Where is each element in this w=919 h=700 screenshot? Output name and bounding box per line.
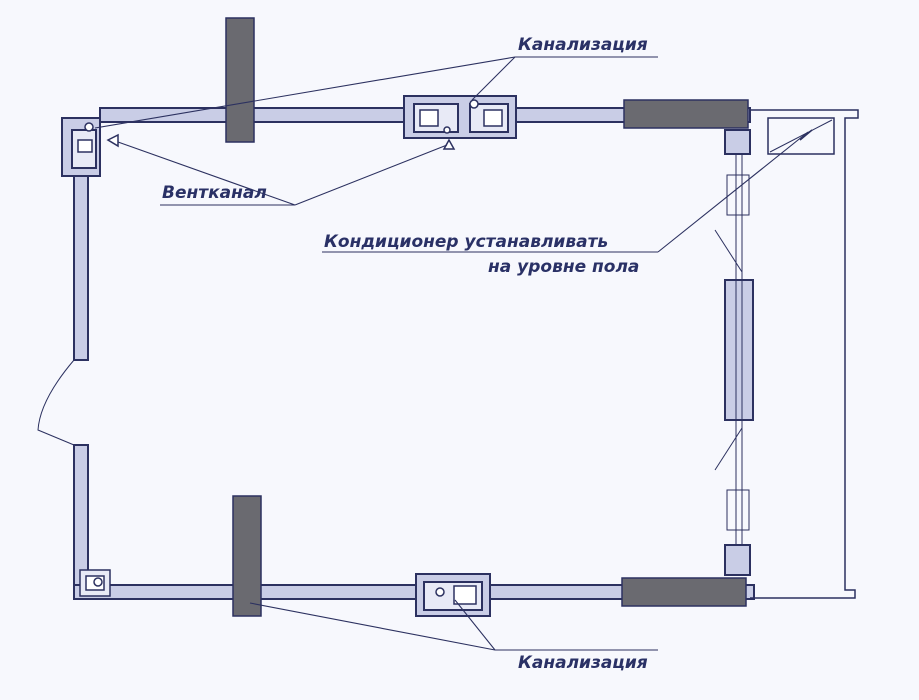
corner-unit-bottom-left [79,569,111,597]
sewer-niche-top [403,95,517,139]
door-swing-left [37,359,75,446]
balcony [750,109,859,599]
label-sewer-top: Канализация [518,35,648,55]
wall-left-upper [73,171,89,361]
column-top-left [225,17,255,143]
leader-lines [94,56,809,651]
label-ac-line2: на уровне пола [488,257,639,277]
column-bottom-right [621,577,747,607]
label-vent: Вентканал [162,183,267,203]
wall-right-partition [724,279,754,421]
wall-right-post-top [724,129,751,155]
marker-triangle [442,138,456,150]
wall-right-post-bottom [724,544,751,576]
columns [225,17,749,617]
glazing-right [714,154,750,545]
vent-shaft [61,117,119,177]
label-ac-line1: Кондиционер устанавливать [324,232,608,252]
sewer-niche-bottom [415,573,491,617]
label-sewer-bottom: Канализация [518,653,648,673]
column-bottom-left [232,495,262,617]
column-top-right [623,99,749,129]
